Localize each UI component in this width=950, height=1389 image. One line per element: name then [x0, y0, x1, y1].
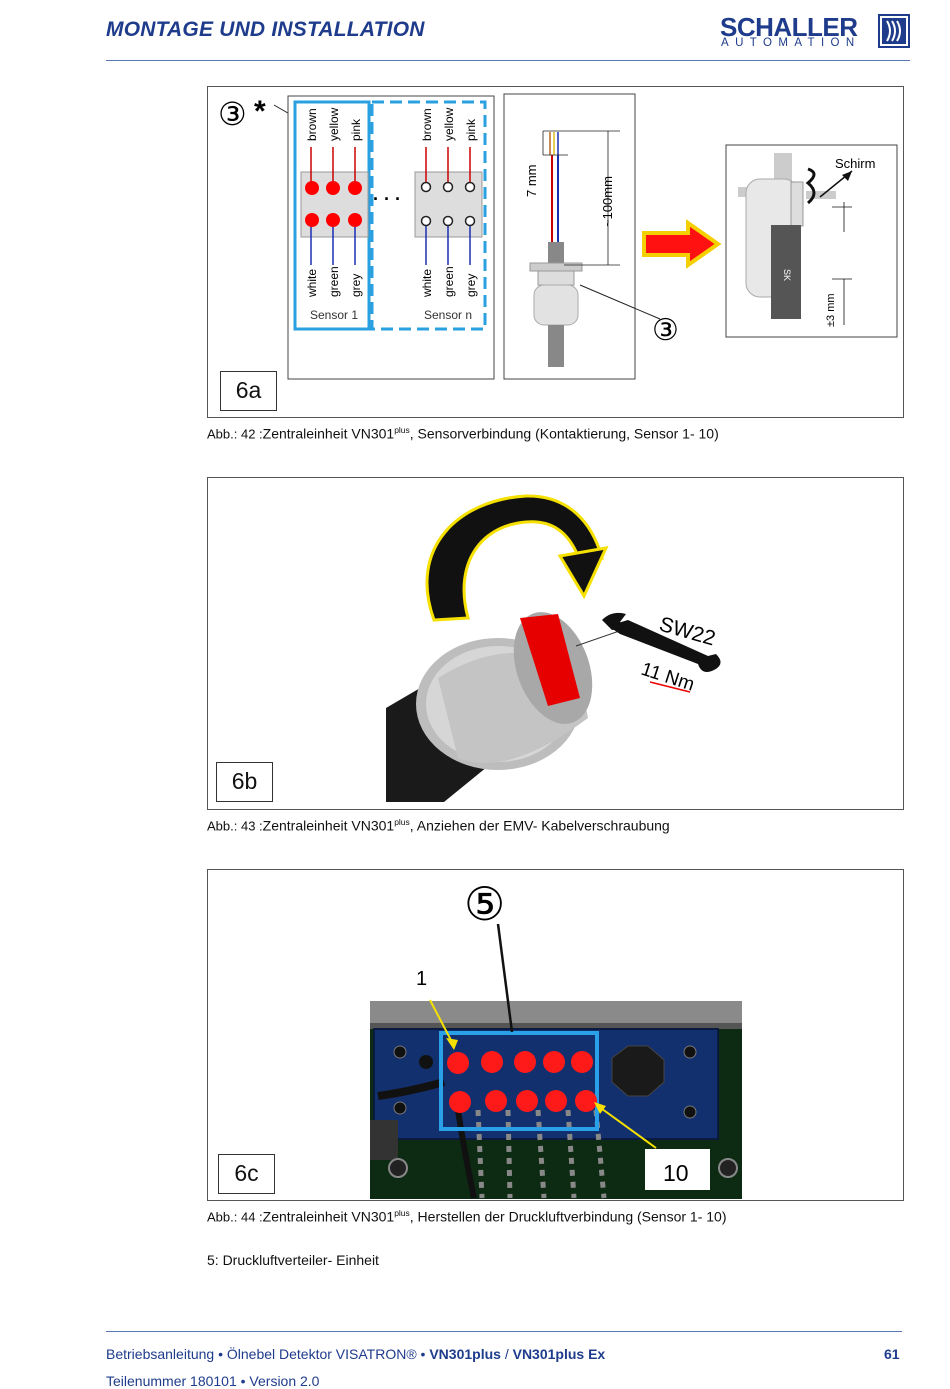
wrench-icon	[602, 612, 721, 672]
footer-document-line: Betriebsanleitung • Ölnebel Detektor VIS…	[106, 1346, 605, 1362]
dim-100mm: ~100mm	[600, 176, 615, 227]
logo-subtitle: AUTOMATION	[721, 37, 861, 49]
footer-part-number: Teilenummer 180101 • Version 2.0	[106, 1373, 320, 1389]
wire-label-white-n: white	[420, 269, 434, 298]
wire-label-pink: pink	[349, 118, 363, 141]
figure-6b-caption-prefix: Abb.: 43 :	[207, 818, 263, 834]
footer-rule	[106, 1331, 902, 1332]
dim-7mm: 7 mm	[524, 165, 539, 198]
sensor-ellipsis: · · ·	[373, 189, 401, 209]
figure-6c-frame: ⑤ 1 10 6c	[207, 869, 904, 1201]
figure-6b-caption: Abb.: 43 :Zentraleinheit VN301plus, Anzi…	[207, 817, 670, 834]
gland-marker: ③	[652, 314, 679, 347]
page-section-title: MONTAGE UND INSTALLATION	[106, 18, 425, 41]
cable-gland-drawing	[386, 612, 629, 802]
wire-label-white: white	[305, 269, 319, 298]
callout-1-arrow	[429, 999, 455, 1047]
wire-label-yellow-n: yellow	[442, 107, 456, 141]
wire-label-brown: brown	[305, 108, 319, 141]
sensor-n-label: Sensor n	[424, 308, 472, 322]
figure-6a-drawing: ③ *	[218, 93, 898, 380]
footer-model-a: VN301plus	[429, 1346, 501, 1362]
logo-wave-icon	[878, 14, 910, 48]
footer-doc-title: Betriebsanleitung • Ölnebel Detektor VIS…	[106, 1346, 430, 1362]
cable-panel	[503, 93, 636, 380]
callout-10-arrow	[597, 1105, 657, 1149]
wire-label-grey: grey	[349, 274, 363, 297]
wire-label-yellow: yellow	[327, 107, 341, 141]
figure-6b-caption-rest: , Anziehen der EMV- Kabelverschraubung	[409, 817, 670, 834]
torque-underline	[649, 681, 691, 693]
sensor-1-box	[293, 100, 371, 331]
figure-legend: 5: Druckluftverteiler- Einheit	[207, 1252, 379, 1268]
port-last-box	[645, 1149, 710, 1190]
torque-label: 11 Nm	[638, 659, 696, 696]
schirm-label: Schirm	[835, 156, 875, 171]
asterisk: *	[254, 95, 266, 128]
sensor-n-box	[370, 100, 487, 331]
distributor-marker: ⑤	[464, 878, 505, 930]
wire-label-brown-n: brown	[420, 108, 434, 141]
red-arrow-icon	[642, 219, 722, 269]
header-rule	[106, 60, 910, 61]
sk-label: SK	[782, 269, 792, 281]
page-number: 61	[884, 1346, 900, 1362]
sensor-n-block	[414, 147, 483, 265]
figure-6a-caption-rest: , Sensorverbindung (Kontaktierung, Senso…	[409, 425, 719, 442]
wire-label-pink-n: pink	[464, 118, 478, 141]
port-first-label: 1	[416, 968, 427, 990]
wire-label-green: green	[327, 266, 341, 297]
company-logo: SCHALLER AUTOMATION	[718, 12, 914, 52]
port-last-label: 10	[663, 1160, 689, 1186]
wiring-marker: ③	[218, 96, 247, 132]
figure-6a-label: 6a	[220, 371, 277, 411]
footer-model-b: VN301plus Ex	[512, 1346, 606, 1362]
wire-label-grey-n: grey	[464, 274, 478, 297]
figure-6b-label: 6b	[216, 762, 273, 802]
figure-6c-caption-main: Zentraleinheit VN301	[262, 1208, 395, 1225]
callout-5-line	[496, 923, 514, 1033]
figure-6b-caption-main: Zentraleinheit VN301	[262, 817, 395, 834]
figure-6c-caption: Abb.: 44 :Zentraleinheit VN301plus, Hers…	[207, 1208, 726, 1225]
figure-6b-drawing: SW22 11 Nm	[386, 494, 721, 802]
sensor-1-block	[300, 147, 369, 265]
dim-3mm: ±3 mm	[825, 293, 837, 327]
figure-6c-caption-sup: plus	[394, 1208, 410, 1218]
figure-6c-label: 6c	[218, 1154, 275, 1194]
figure-6a-caption-sup: plus	[394, 425, 410, 435]
figure-6a-frame: ③ *	[207, 86, 904, 418]
gland-detail-drawing	[738, 153, 853, 325]
figure-6a-caption: Abb.: 42 :Zentraleinheit VN301plus, Sens…	[207, 425, 719, 442]
sensor-1-label: Sensor 1	[310, 308, 358, 322]
rotation-arrow-icon	[425, 494, 609, 622]
footer-sep: /	[500, 1346, 513, 1362]
cable-drawing	[529, 130, 661, 367]
figure-6a-caption-prefix: Abb.: 42 :	[207, 426, 263, 442]
wire-label-green-n: green	[442, 266, 456, 297]
logo-name: SCHALLER	[720, 12, 858, 42]
figure-6c-caption-rest: , Herstellen der Druckluftverbindung (Se…	[409, 1208, 727, 1225]
figure-6b-frame: SW22 11 Nm 6b	[207, 477, 904, 810]
figure-6b-caption-sup: plus	[394, 817, 410, 827]
figure-6c-caption-prefix: Abb.: 44 :	[207, 1209, 263, 1225]
figure-6c-drawing: ⑤ 1 10	[370, 878, 742, 1199]
figure-6a-caption-main: Zentraleinheit VN301	[262, 425, 395, 442]
